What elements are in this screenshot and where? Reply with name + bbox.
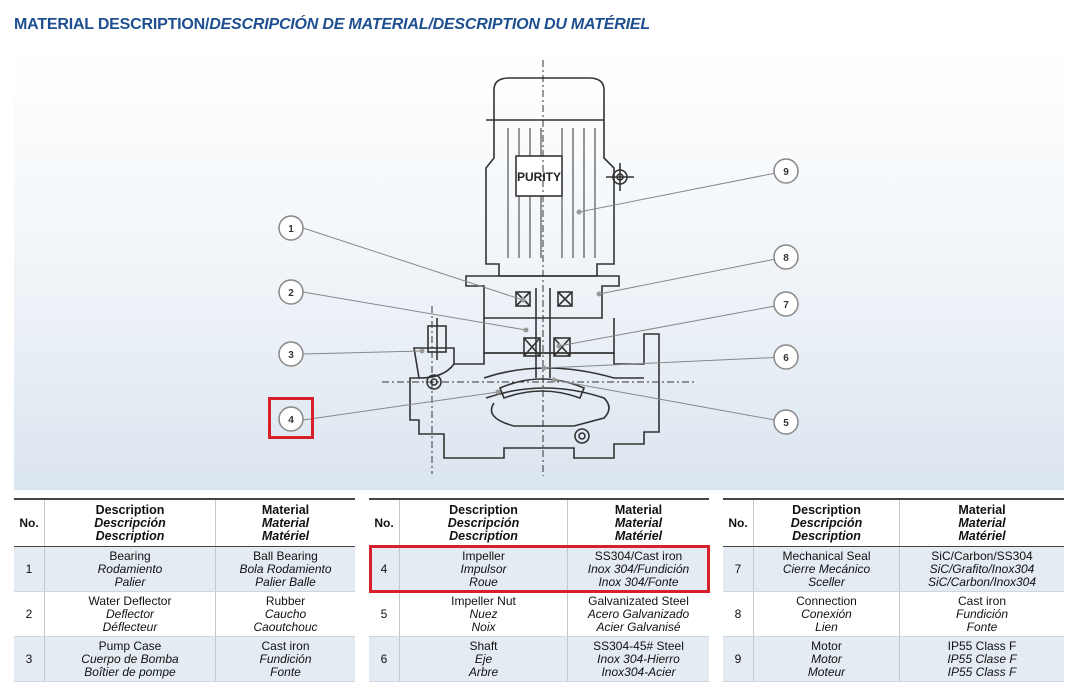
part-number: 1: [14, 546, 45, 592]
part-number: 7: [723, 546, 754, 592]
part-number: 5: [369, 591, 400, 637]
pump-casing: [409, 333, 660, 459]
part-number: 4: [369, 546, 400, 592]
title-translations: DESCRIPCIÓN DE MATERIAL/DESCRIPTION DU M…: [209, 16, 650, 33]
pump-cross-section-diagram: PURITY 1 2 3 4 5 6 7 8 9: [278, 60, 799, 476]
brand-logo: PURITY: [517, 170, 561, 184]
svg-text:2: 2: [288, 288, 294, 299]
part-number: 9: [723, 636, 754, 682]
callout-9: 9: [773, 158, 799, 184]
svg-text:1: 1: [288, 224, 294, 235]
part-number: 3: [14, 636, 45, 682]
callout-4-highlight: [268, 397, 314, 439]
pump-diagram-panel: PURITY 1 2 3 4 5 6 7 8 9: [14, 48, 1064, 490]
callout-2: 2: [278, 279, 304, 305]
svg-text:5: 5: [783, 418, 789, 429]
callout-3: 3: [278, 341, 304, 367]
svg-text:3: 3: [288, 350, 294, 361]
svg-text:4: 4: [288, 415, 294, 426]
callout-4: 4: [278, 406, 304, 432]
page-title: MATERIAL DESCRIPTION/DESCRIPCIÓN DE MATE…: [14, 16, 650, 34]
header-no: No.: [14, 498, 45, 547]
connection-bracket: [465, 275, 620, 319]
part-callouts: 1 2 3 4 5 6 7 8 9: [278, 158, 799, 435]
part-number: 2: [14, 591, 45, 637]
header-no: No.: [369, 498, 400, 547]
callout-7: 7: [773, 291, 799, 317]
title-english: MATERIAL DESCRIPTION/: [14, 16, 210, 33]
callout-1: 1: [278, 215, 304, 241]
svg-text:7: 7: [783, 300, 789, 311]
callout-8: 8: [773, 244, 799, 270]
callout-6: 6: [773, 344, 799, 370]
row-4-highlight: [369, 545, 710, 593]
part-number: 8: [723, 591, 754, 637]
impeller: [498, 378, 586, 400]
part-number: 6: [369, 636, 400, 682]
svg-text:8: 8: [783, 253, 789, 264]
svg-text:6: 6: [783, 353, 789, 364]
motor-housing: [485, 77, 615, 277]
header-no: No.: [723, 498, 754, 547]
callout-5: 5: [773, 409, 799, 435]
svg-text:9: 9: [783, 167, 789, 178]
